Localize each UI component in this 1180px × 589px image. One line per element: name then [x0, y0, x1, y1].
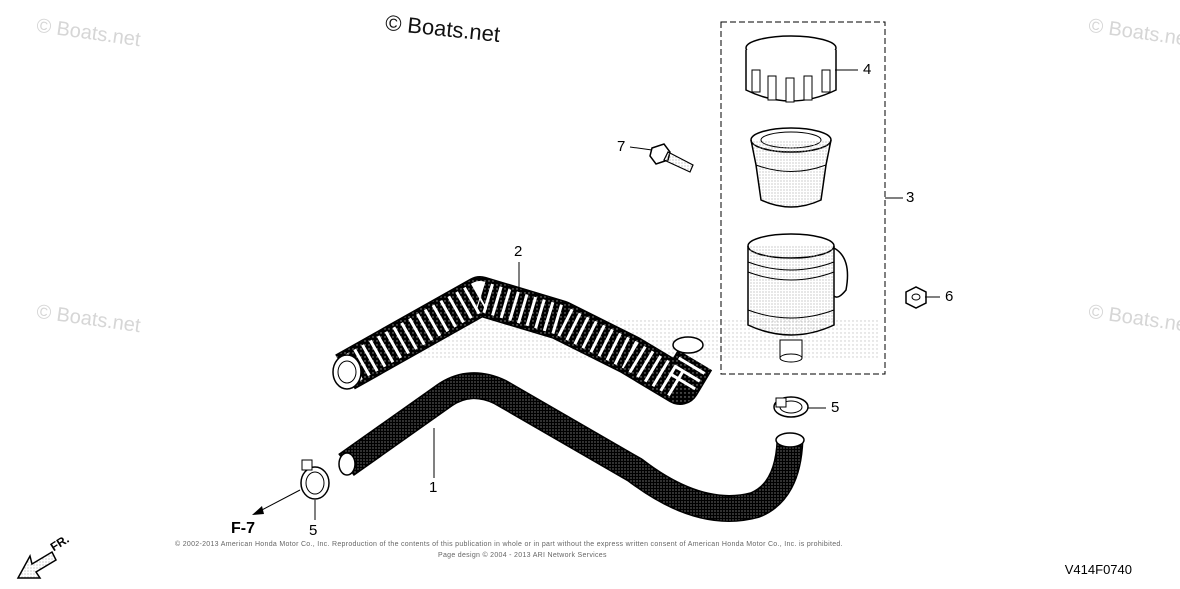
- part-7-bolt[interactable]: [649, 143, 694, 173]
- callout-4[interactable]: 4: [863, 61, 872, 78]
- front-arrow-icon: [16, 550, 57, 579]
- callout-3[interactable]: 3: [906, 189, 915, 206]
- callout-5-left[interactable]: 5: [309, 522, 318, 539]
- part-1-hose[interactable]: [338, 372, 805, 522]
- part-6-nut[interactable]: [905, 286, 927, 309]
- part-5-clamp-right[interactable]: [773, 396, 809, 418]
- callout-5-right[interactable]: 5: [831, 399, 840, 416]
- callout-7[interactable]: 7: [617, 138, 626, 155]
- part-2-corrugated-hose[interactable]: [332, 276, 713, 405]
- callout-1[interactable]: 1: [429, 479, 438, 496]
- assembly-box-3: [720, 21, 886, 375]
- leader-lines: [257, 69, 940, 520]
- callout-6[interactable]: 6: [945, 288, 954, 305]
- copyright-line-1: © 2002-2013 American Honda Motor Co., In…: [175, 541, 843, 548]
- f7-arrow-head: [252, 506, 264, 515]
- reference-f7[interactable]: F-7: [231, 520, 255, 537]
- diagram-code: V414F0740: [1064, 562, 1132, 577]
- part-4-cap[interactable]: [745, 35, 837, 103]
- part-5-clamp-left[interactable]: [300, 459, 330, 500]
- callout-2[interactable]: 2: [514, 243, 523, 260]
- part-3-filter-element[interactable]: [750, 127, 832, 208]
- copyright-line-2: Page design © 2004 - 2013 ARI Network Se…: [438, 552, 607, 559]
- part-3-filter-bowl[interactable]: [747, 233, 849, 363]
